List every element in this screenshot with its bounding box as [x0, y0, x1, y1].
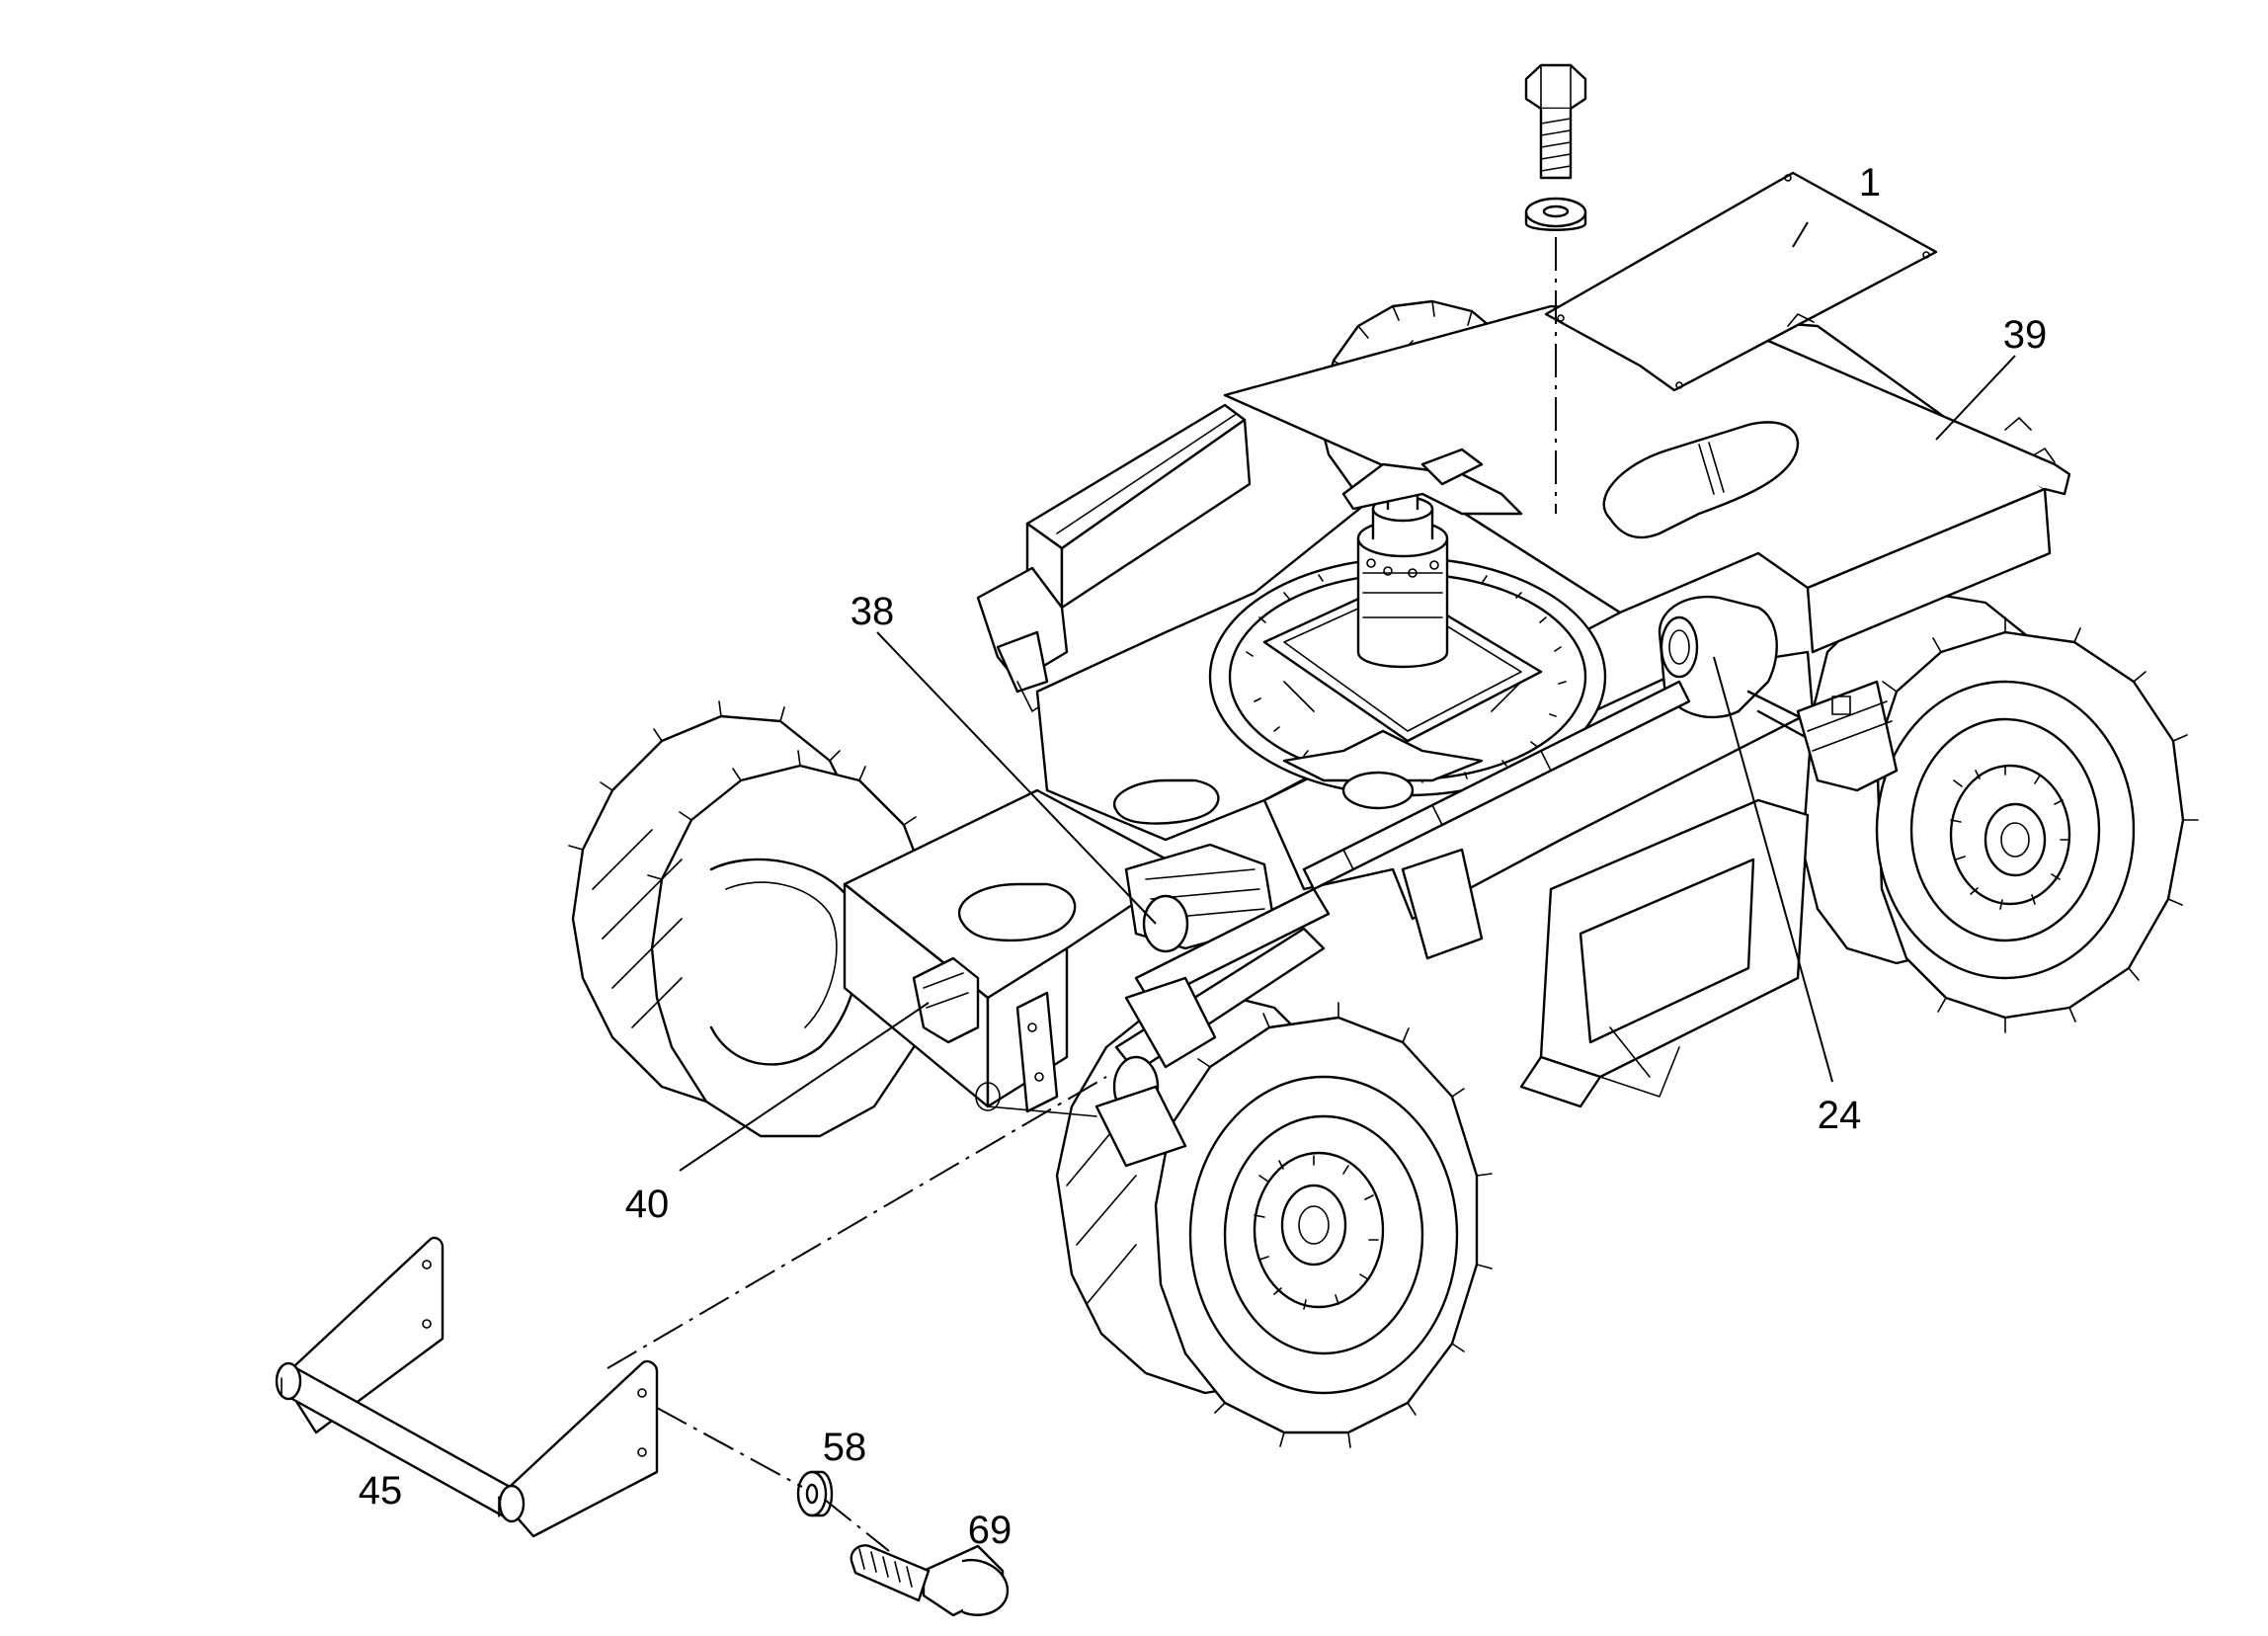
top-capscrew	[1524, 63, 1587, 180]
callout-69: 69	[968, 1509, 1012, 1552]
callout-24: 24	[1818, 1094, 1862, 1137]
leader-lines	[679, 221, 2016, 1172]
callout-38: 38	[850, 590, 895, 633]
callout-labels: 1 39 38 24 40 45 58 69	[359, 161, 2048, 1552]
capscrew-part-69	[850, 1544, 1010, 1617]
callout-39: 39	[2003, 313, 2048, 357]
callout-1: 1	[1859, 161, 1881, 204]
washer-part-58	[796, 1470, 834, 1517]
top-washer	[1524, 197, 1587, 231]
callout-45: 45	[359, 1469, 403, 1513]
drawbar-part-45	[275, 1236, 659, 1538]
front-left-tires	[568, 700, 935, 1138]
callout-40: 40	[625, 1183, 670, 1226]
fifth-wheel-turntable	[1208, 448, 1607, 810]
callout-58: 58	[823, 1426, 867, 1469]
assembly-lines	[607, 237, 1557, 1552]
rear-right-tires	[1801, 591, 2199, 1033]
rear-axle-driveshaft	[1302, 595, 1899, 891]
front-right-tires	[1055, 991, 1493, 1448]
front-axle-assembly	[912, 843, 1331, 1168]
